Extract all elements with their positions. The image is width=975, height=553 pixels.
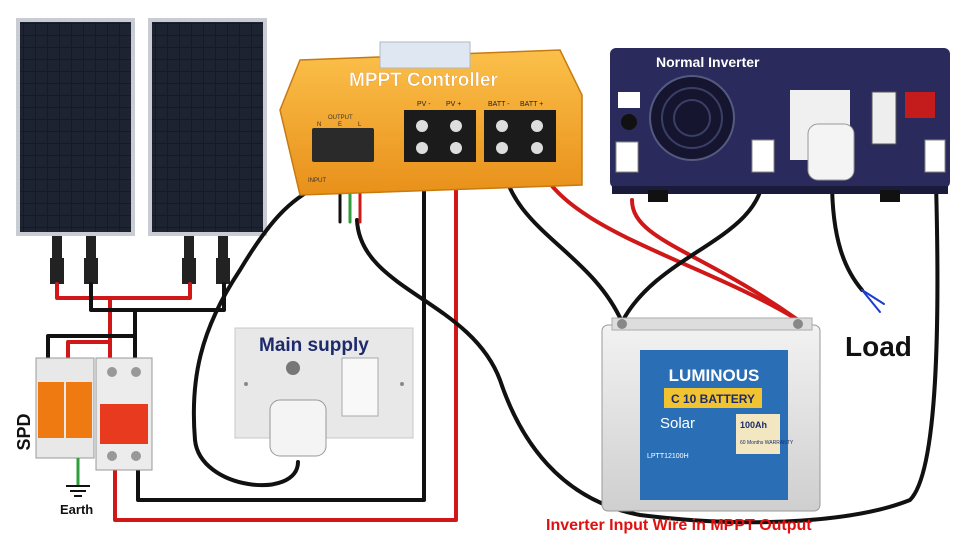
mc4-connectors xyxy=(50,236,230,284)
main-supply-label: Main supply xyxy=(259,335,369,356)
battery-capacity: 100Ah xyxy=(740,420,767,430)
battery-model: C 10 BATTERY xyxy=(671,392,755,406)
output-n-label: N xyxy=(317,122,321,128)
mppt-controller: MPPT Controller OUTPUT N E L INPUT PV - … xyxy=(279,41,583,196)
battery-brand: LUMINOUS xyxy=(669,366,760,385)
battery-solar: Solar xyxy=(660,415,695,432)
earth-symbol xyxy=(66,458,90,497)
inverter-plug xyxy=(807,123,855,181)
input-label: INPUT xyxy=(308,178,326,184)
inverter-title: Normal Inverter xyxy=(656,54,760,70)
battery-code: LPTT12100H xyxy=(647,453,689,460)
battery-warranty: 60 Months WARRANTY xyxy=(740,440,794,446)
spd-device xyxy=(35,357,95,459)
output-label: OUTPUT xyxy=(328,115,353,121)
main-supply-socket: Main supply xyxy=(234,327,414,457)
pv-minus-label: PV - xyxy=(417,101,431,108)
earth-label: Earth xyxy=(60,502,93,517)
solar-panel-left xyxy=(16,18,135,236)
pv-plus-label: PV + xyxy=(446,101,461,108)
batt-minus-label: BATT - xyxy=(488,101,510,108)
solar-panel-right xyxy=(148,18,267,236)
spd-label: SPD xyxy=(14,413,34,450)
caption-text: Inverter Input Wire in MPPT Output xyxy=(546,517,812,534)
batt-plus-label: BATT + xyxy=(520,101,543,108)
load-label: Load xyxy=(845,331,912,362)
normal-inverter: Normal Inverter xyxy=(610,48,950,202)
controller-title: MPPT Controller xyxy=(349,70,498,91)
luminous-battery: LUMINOUS C 10 BATTERY Solar 100Ah 60 Mon… xyxy=(601,317,821,512)
output-e-label: E xyxy=(338,122,342,128)
dc-breaker xyxy=(95,357,153,471)
output-l-label: L xyxy=(358,122,362,128)
